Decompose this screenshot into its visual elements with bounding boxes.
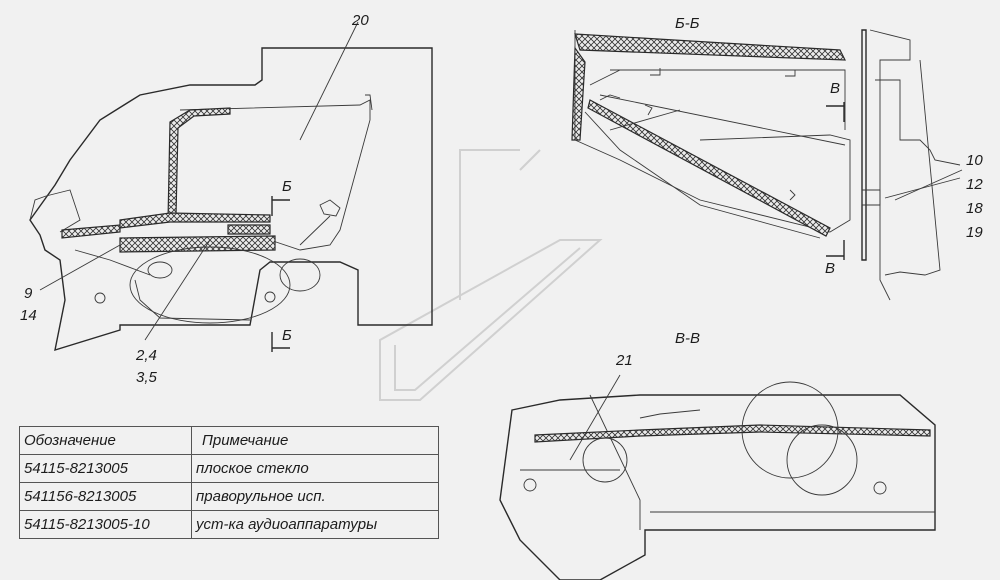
- table-row: 54115-8213005-10 уст-ка аудиоаппаратуры: [19, 510, 439, 539]
- cut-mark-v-top: [826, 102, 845, 122]
- row-1-designation: 54115-8213005: [19, 454, 192, 483]
- callout-3-5: 3,5: [136, 369, 157, 386]
- callout-2-4: 2,4: [136, 347, 157, 364]
- leaders-right: [894, 169, 963, 201]
- cut-label-b-top: Б: [282, 178, 292, 195]
- row-2-designation: 541156-8213005: [19, 482, 192, 511]
- callout-18: 18: [966, 200, 983, 217]
- cut-mark-v-bottom: [826, 240, 845, 260]
- section-label-vv: В-В: [675, 330, 701, 347]
- callout-14: 14: [20, 307, 37, 324]
- callout-9: 9: [24, 285, 33, 302]
- callout-21: 21: [616, 352, 633, 369]
- section-vv: [499, 374, 936, 580]
- main-view: [29, 21, 433, 352]
- row-1-note: плоское стекло: [191, 454, 439, 483]
- table-row: 541156-8213005 праворульное исп.: [19, 482, 439, 511]
- row-3-note: уст-ка аудиоаппаратуры: [191, 510, 439, 539]
- header-note: Примечание: [191, 426, 439, 455]
- cut-label-v-top: В: [830, 80, 841, 97]
- watermark-logo: [379, 149, 603, 401]
- table-row: 54115-8213005 плоское стекло: [19, 454, 439, 483]
- callout-12: 12: [966, 176, 983, 193]
- cut-mark-b-bottom: [271, 332, 290, 352]
- callout-19: 19: [966, 224, 983, 241]
- callout-10: 10: [966, 152, 983, 169]
- row-2-note: праворульное исп.: [191, 482, 439, 511]
- header-designation: Обозначение: [19, 426, 192, 455]
- row-3-designation: 54115-8213005-10: [19, 510, 192, 539]
- callout-20: 20: [352, 12, 369, 29]
- cut-label-b-bottom: Б: [282, 327, 292, 344]
- spec-table: Обозначение Примечание 54115-8213005 пло…: [19, 426, 439, 539]
- table-header-row: Обозначение Примечание: [19, 426, 439, 455]
- section-label-bb: Б-Б: [675, 15, 700, 32]
- cut-label-v-bottom: В: [825, 260, 836, 277]
- section-bb: [571, 29, 961, 301]
- cut-mark-b-top: [271, 196, 290, 216]
